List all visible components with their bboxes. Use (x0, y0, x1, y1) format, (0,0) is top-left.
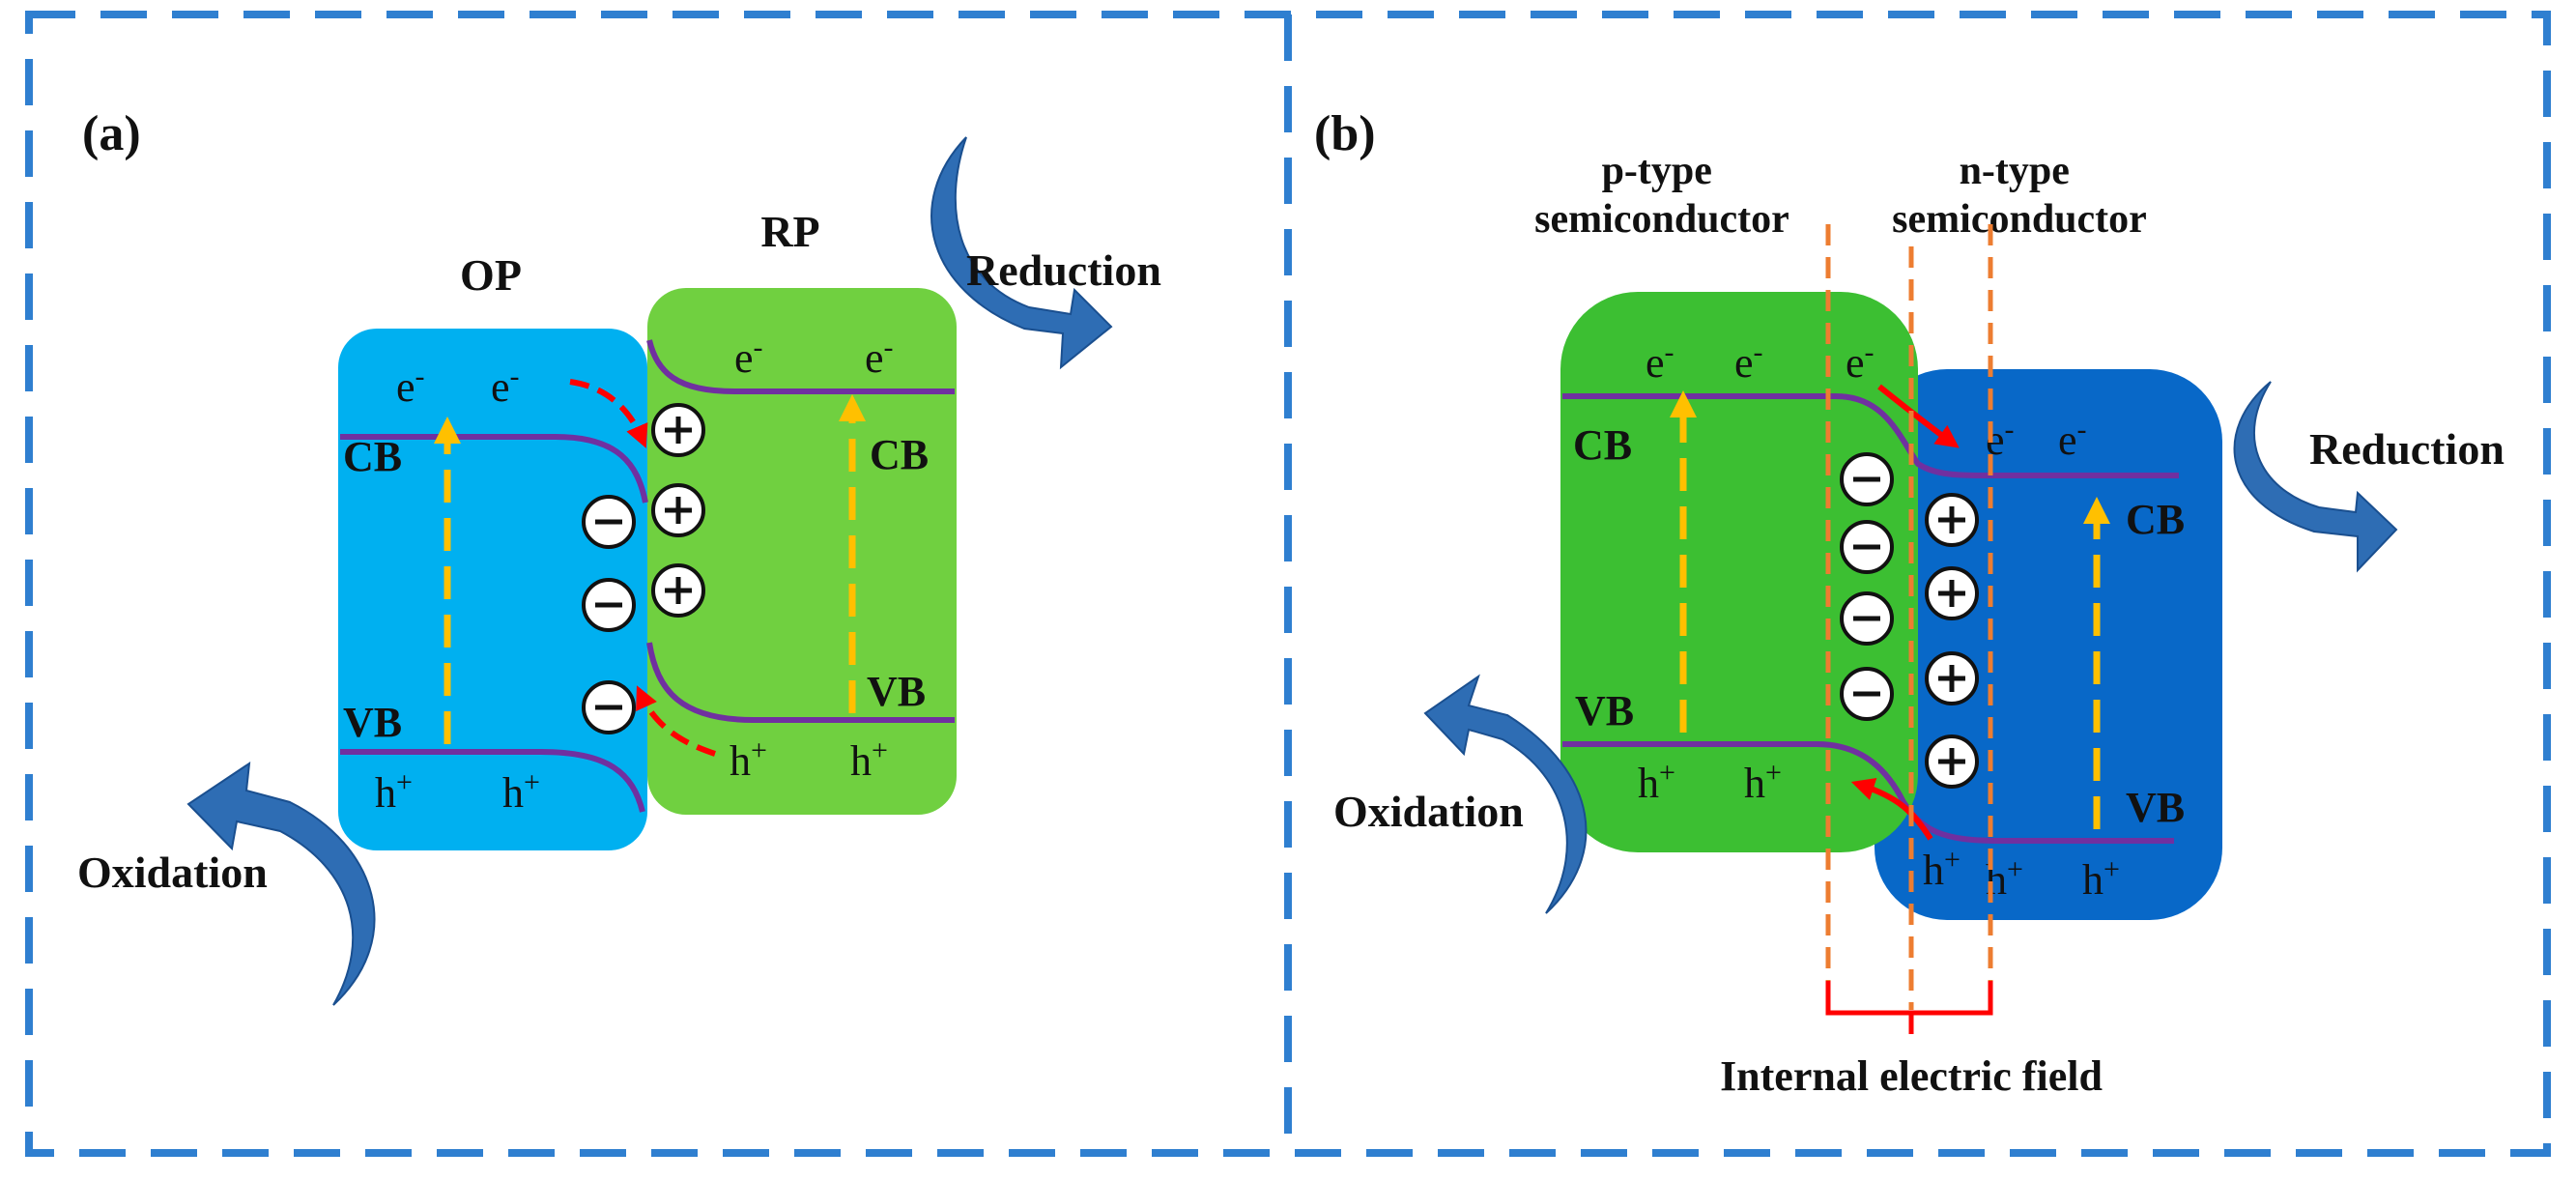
electron-transfer-arrow (1877, 384, 1960, 448)
reduction-label: Reduction (966, 245, 1161, 295)
plus-charge-icon (1925, 651, 1979, 705)
minus-charge-icon (1840, 591, 1894, 646)
op-block (338, 329, 647, 850)
op-electron: e- (396, 360, 425, 412)
plus-charge-icon (1925, 734, 1979, 789)
p-cb-band (1562, 393, 2179, 478)
minus-charge-icon (1840, 520, 1894, 574)
rp-hole: h+ (730, 734, 767, 786)
rp-hole: h+ (850, 734, 888, 786)
op-hole: h+ (502, 766, 540, 818)
plus-charge-icon (651, 483, 705, 537)
panel-frames (25, 11, 2551, 1157)
p-electron: e- (1734, 336, 1763, 388)
panel-a: (a) CB VB CB VB OP RP e- e- e- e- h+ h+ … (77, 106, 1161, 1006)
plus-charge-icon (1925, 566, 1979, 620)
rp-cb-band (646, 339, 955, 394)
rp-vb-band (646, 642, 955, 723)
hole-transfer-arrow (636, 685, 716, 757)
internal-field-label: Internal electric field (1720, 1052, 2103, 1100)
p-electron: e- (1646, 336, 1674, 388)
curved-arrow-icon (1423, 674, 1588, 914)
hole-transfer-arrow (1850, 778, 1933, 841)
oxidation-label: Oxidation (1333, 787, 1524, 836)
minus-charge-icon (582, 578, 636, 632)
op-label: OP (460, 250, 522, 300)
curved-arrow-icon (2233, 381, 2398, 573)
p-electron: e- (1846, 336, 1875, 388)
plus-charge-icon (1925, 493, 1979, 547)
rp-block (647, 288, 957, 815)
op-hole: h+ (375, 766, 413, 818)
n-vb-label: VB (2126, 784, 2185, 831)
rp-label: RP (760, 207, 819, 256)
curved-arrow-icon (186, 761, 376, 1006)
minus-charge-icon (582, 680, 636, 734)
electron-transfer-arrow (569, 379, 648, 448)
oxidation-label: Oxidation (77, 848, 268, 897)
n-hole: h+ (2082, 853, 2120, 905)
field-bracket (1825, 981, 1993, 1034)
op-cb-label: CB (343, 433, 402, 480)
minus-charge-icon (1840, 667, 1894, 721)
p-vb-band (1562, 741, 2174, 844)
n-electron: e- (2058, 414, 2087, 465)
plus-charge-icon (651, 403, 705, 457)
plus-charge-icon (651, 563, 705, 618)
p-vb-label: VB (1575, 687, 1634, 734)
p-cb-label: CB (1573, 421, 1632, 469)
op-vb-band (340, 749, 645, 813)
p-hole: h+ (1638, 757, 1675, 808)
panel-b-label: (b) (1314, 106, 1376, 161)
panel-b: (b) CB VB CB VB p-type semiconductor n-t… (1314, 106, 2504, 1100)
rp-cb-label: CB (870, 431, 929, 478)
op-vb-label: VB (343, 699, 402, 746)
rp-vb-label: VB (867, 668, 926, 715)
minus-charge-icon (1840, 452, 1894, 506)
p-type-label: p-type semiconductor (1534, 149, 1789, 242)
panel-a-label: (a) (82, 106, 141, 161)
rp-electron: e- (734, 331, 763, 383)
p-hole: h+ (1744, 757, 1782, 808)
n-cb-label: CB (2126, 496, 2185, 543)
n-hole: h+ (1923, 844, 1961, 895)
reduction-label: Reduction (2309, 424, 2504, 474)
n-type-label: n-type semiconductor (1892, 149, 2147, 242)
rp-electron: e- (865, 331, 894, 383)
minus-charge-icon (582, 495, 636, 549)
op-electron: e- (491, 360, 520, 412)
curved-arrow-icon (930, 136, 1113, 370)
op-cb-band (340, 434, 648, 504)
